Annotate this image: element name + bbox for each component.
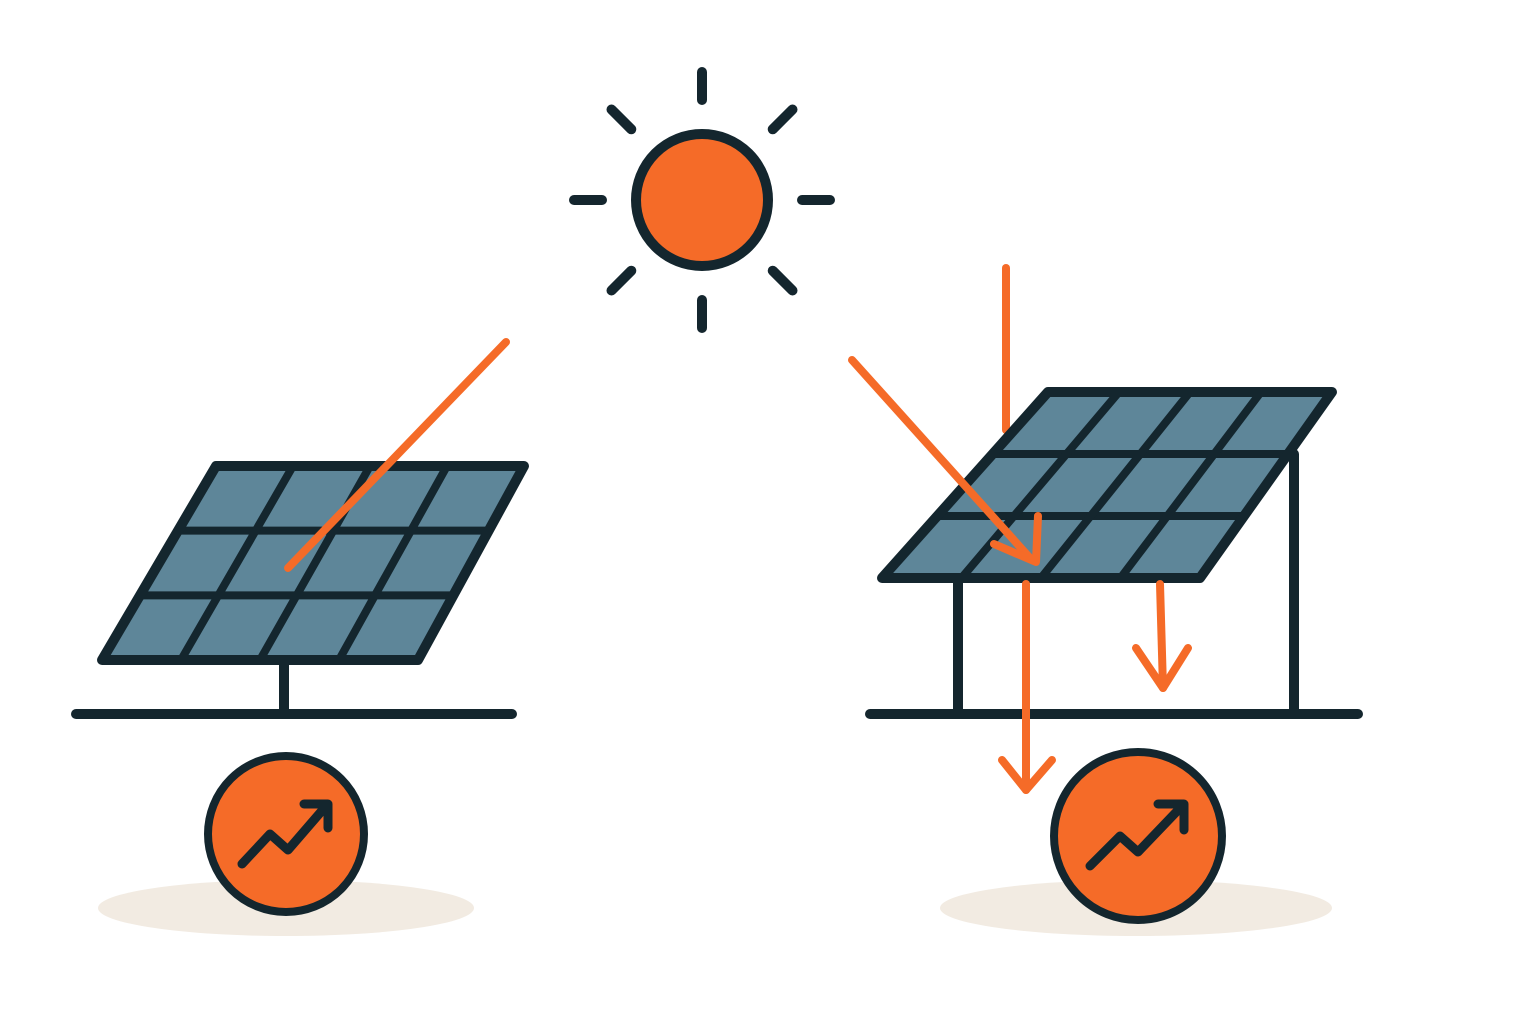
sun-ray [606, 104, 637, 135]
left-trend-up-badge [204, 752, 368, 916]
sun-icon [569, 67, 835, 333]
left-panel-frame [97, 461, 529, 665]
right-through-light-ray-arrow-icon [998, 580, 1056, 794]
right-canopy-frame [953, 449, 1299, 719]
left-light-ray-arrow-icon [284, 338, 510, 572]
right-reflected-light-ray-arrow-icon [1132, 580, 1192, 692]
sun-ray [767, 265, 798, 296]
left-badge-circle [204, 752, 368, 916]
right-badge-circle [1050, 748, 1226, 924]
panel-cell-divider [1037, 392, 1194, 578]
panel-cell-divider [957, 392, 1123, 578]
right-trend-up-icon [1085, 799, 1189, 871]
sun-ray [606, 265, 637, 296]
sun-ray [767, 104, 798, 135]
panel-cell-divider [1116, 392, 1265, 578]
left-installation [71, 338, 529, 936]
right-panel-face [882, 392, 1332, 578]
sun-disc [631, 129, 773, 271]
left-solar-panel-icon [97, 461, 529, 665]
right-solar-panel-icon [877, 387, 1337, 583]
right-panel-frame [877, 387, 1337, 583]
panel-cell-divider [335, 466, 451, 660]
right-diagonal-light-ray-arrow-icon [848, 356, 1042, 566]
right-installation [848, 264, 1363, 936]
right-trend-up-badge [1050, 748, 1226, 924]
left-trend-up-icon [237, 799, 333, 869]
panel-cell-divider [177, 466, 297, 660]
